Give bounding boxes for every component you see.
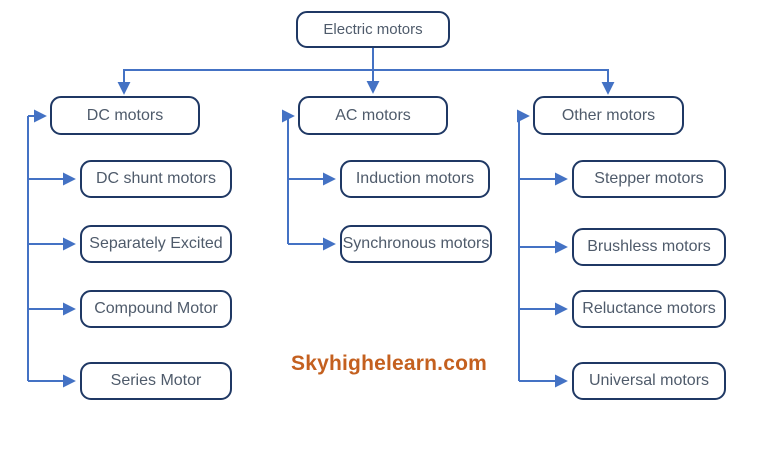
node-ac-motors: AC motors (298, 96, 448, 135)
watermark-text: Skyhighelearn.com (291, 352, 487, 375)
node-dc-shunt-motors: DC shunt motors (80, 160, 232, 198)
node-universal-motors: Universal motors (572, 362, 726, 400)
node-brushless-motors: Brushless motors (572, 228, 726, 266)
node-synchronous-motors: Synchronous motors (340, 225, 492, 263)
node-other-motors: Other motors (533, 96, 684, 135)
node-series-motor: Series Motor (80, 362, 232, 400)
node-compound-motor: Compound Motor (80, 290, 232, 328)
node-separately-excited: Separately Excited (80, 225, 232, 263)
node-dc-motors: DC motors (50, 96, 200, 135)
node-induction-motors: Induction motors (340, 160, 490, 198)
node-electric-motors: Electric motors (296, 11, 450, 48)
node-stepper-motors: Stepper motors (572, 160, 726, 198)
node-reluctance-motors: Reluctance motors (572, 290, 726, 328)
